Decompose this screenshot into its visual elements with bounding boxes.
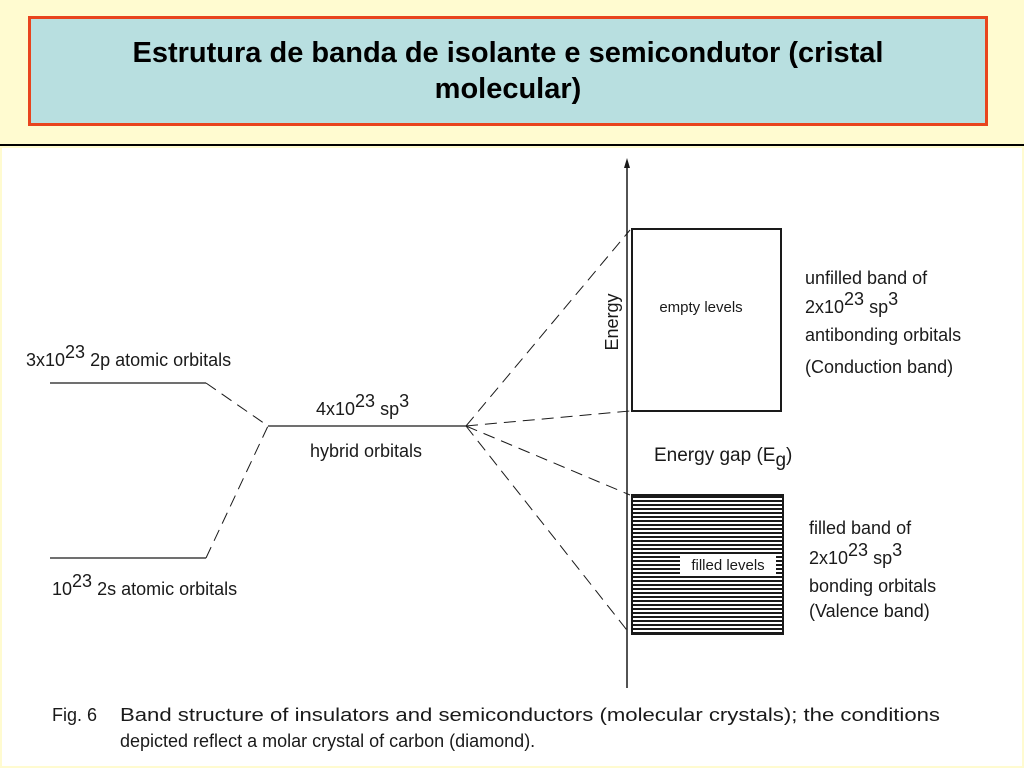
connector-to-valence-top (465, 425, 631, 496)
energy-axis-arrow (624, 158, 630, 168)
hybrid-orbitals-count-label: 4x1023 sp3 (316, 391, 409, 419)
empty-levels-label: empty levels (659, 299, 742, 316)
conduction-line4: (Conduction band) (805, 357, 953, 377)
connector-to-conduction-top (465, 229, 631, 427)
valence-line2: 2x1023 sp3 (809, 540, 902, 568)
p-orbitals-label: 3x1023 2p atomic orbitals (26, 342, 231, 370)
filled-levels-label: filled levels (691, 557, 764, 574)
valence-line4: (Valence band) (809, 601, 930, 621)
connector-s-to-hybrid (205, 425, 269, 559)
s-orbitals-label: 1023 2s atomic orbitals (52, 571, 237, 599)
page-title: Estrutura de banda de isolante e semicon… (132, 37, 884, 105)
conduction-line2: 2x1023 sp3 (805, 289, 898, 317)
energy-axis-label: Energy (602, 293, 622, 350)
connector-to-valence-bottom (465, 425, 631, 635)
conduction-band-box (631, 228, 782, 412)
filled-levels-label-bg (680, 555, 776, 575)
connector-p-to-hybrid (205, 382, 269, 427)
header-divider (0, 144, 1024, 146)
valence-line1: filled band of (809, 518, 912, 538)
conduction-line1: unfilled band of (805, 268, 928, 288)
diagram-panel (2, 148, 1022, 766)
connector-to-conduction-bottom (465, 410, 631, 427)
caption-line2: depicted reflect a molar crystal of carb… (120, 731, 535, 751)
conduction-line3: antibonding orbitals (805, 325, 961, 345)
title-box: Estrutura de banda de isolante e semicon… (28, 16, 988, 126)
energy-gap-label: Energy gap (Eg) (654, 445, 792, 471)
caption-fig-label: Fig. 6 (52, 705, 97, 725)
hybrid-orbitals-label: hybrid orbitals (310, 441, 422, 461)
caption-line1: Band structure of insulators and semicon… (120, 705, 940, 725)
valence-line3: bonding orbitals (809, 576, 936, 596)
